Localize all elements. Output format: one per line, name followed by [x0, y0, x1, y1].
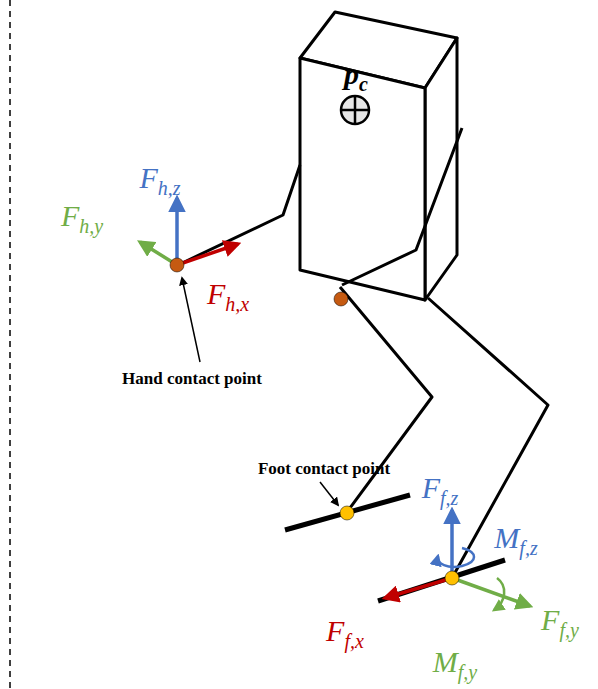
force-label: Fh,x — [207, 279, 249, 314]
drawing-part — [334, 292, 348, 306]
wall-line — [9, 0, 11, 689]
symbol-main: F — [207, 277, 225, 310]
drawing-part — [170, 258, 184, 272]
force-label: Ff,y — [541, 605, 579, 640]
symbol-subscript: h,z — [158, 177, 181, 199]
force-label: Ff,x — [326, 616, 364, 651]
symbol-subscript: c — [359, 73, 368, 95]
callout-label: Foot contact point — [258, 460, 390, 477]
drawing-part — [340, 506, 354, 520]
symbol-subscript: f,y — [559, 619, 578, 641]
torso-box — [300, 12, 457, 300]
drawing-part — [438, 548, 474, 567]
drawing-part — [285, 495, 410, 530]
drawing-part — [428, 298, 548, 578]
symbol-main: F — [61, 199, 79, 232]
drawing-part — [175, 198, 179, 265]
force-arrows — [140, 198, 530, 610]
symbol-main: M — [433, 645, 458, 678]
drawing-part — [178, 165, 300, 265]
symbol-subscript: h,x — [225, 293, 249, 315]
symbol-main: F — [139, 161, 157, 194]
symbol-main: M — [494, 521, 519, 554]
symbol-subscript: f,z — [440, 487, 458, 509]
com-symbol — [341, 96, 369, 124]
drawing-part — [452, 578, 530, 606]
force-label: Fh,z — [139, 163, 180, 198]
symbol-main: F — [422, 471, 440, 504]
drawing-part — [378, 560, 505, 601]
drawing-part — [445, 571, 459, 585]
moment-label: Mf,z — [494, 523, 537, 558]
drawing-part — [425, 38, 457, 300]
drawing-part — [354, 96, 357, 124]
symbol-main: p — [344, 57, 359, 90]
drawing-part — [182, 278, 200, 362]
drawing-part — [340, 287, 432, 512]
symbol-subscript: f,y — [458, 661, 477, 683]
drawing-part — [385, 578, 452, 598]
moment-label: Mf,y — [433, 647, 477, 682]
drawing-part — [342, 128, 462, 285]
symbol-subscript: h,y — [79, 215, 103, 237]
force-label: Fh,y — [61, 201, 103, 236]
drawing-part — [494, 578, 504, 610]
symbol-main: F — [326, 614, 344, 647]
drawing-part — [320, 482, 338, 505]
symbol-subscript: f,z — [519, 537, 537, 559]
drawing-part — [341, 96, 369, 124]
limbs — [178, 128, 548, 601]
com-label: pc — [344, 59, 368, 94]
force-label: Ff,z — [422, 473, 459, 508]
drawing-part — [300, 58, 425, 300]
callout-label: Hand contact point — [122, 370, 262, 387]
symbol-main: F — [541, 603, 559, 636]
drawing-part — [177, 244, 238, 265]
contact-dots — [170, 258, 459, 585]
symbol-subscript: f,x — [344, 630, 363, 652]
